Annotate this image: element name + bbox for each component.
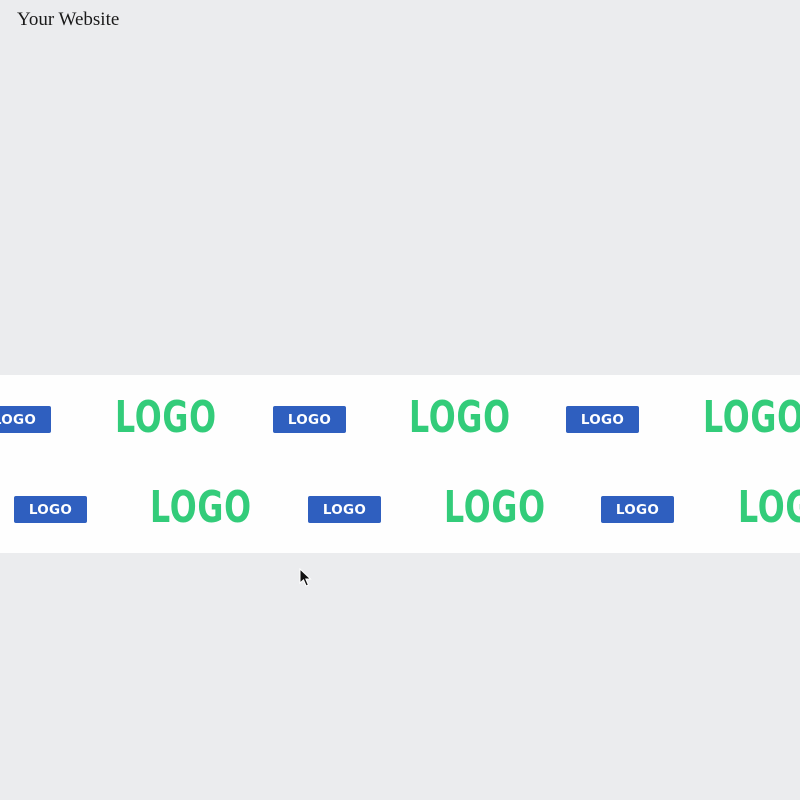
logo-wordmark: LOGO <box>409 392 511 443</box>
logo-row: LOGO LOGO LOGO LOGO LOGO LOGO <box>0 393 800 453</box>
logo-wordmark: LOGO <box>444 482 546 533</box>
logo-badge: LOGO <box>308 496 381 523</box>
logo-row: LOGO LOGO LOGO LOGO LOGO LOGO <box>0 483 800 543</box>
site-title[interactable]: Your Website <box>17 9 120 30</box>
logo-badge: LOGO <box>14 496 87 523</box>
logo-badge: LOGO <box>601 496 674 523</box>
logo-carousel: LOGO LOGO LOGO LOGO LOGO LOGO LOGO LOGO … <box>0 375 800 553</box>
logo-wordmark: LOGO <box>703 392 800 443</box>
logo-wordmark: LOGO <box>150 482 252 533</box>
logo-badge: LOGO <box>566 406 639 433</box>
mouse-pointer-icon <box>299 568 312 587</box>
logo-wordmark: LOGO <box>738 482 800 533</box>
logo-wordmark: LOGO <box>115 392 217 443</box>
logo-badge: LOGO <box>0 406 51 433</box>
logo-badge: LOGO <box>273 406 346 433</box>
